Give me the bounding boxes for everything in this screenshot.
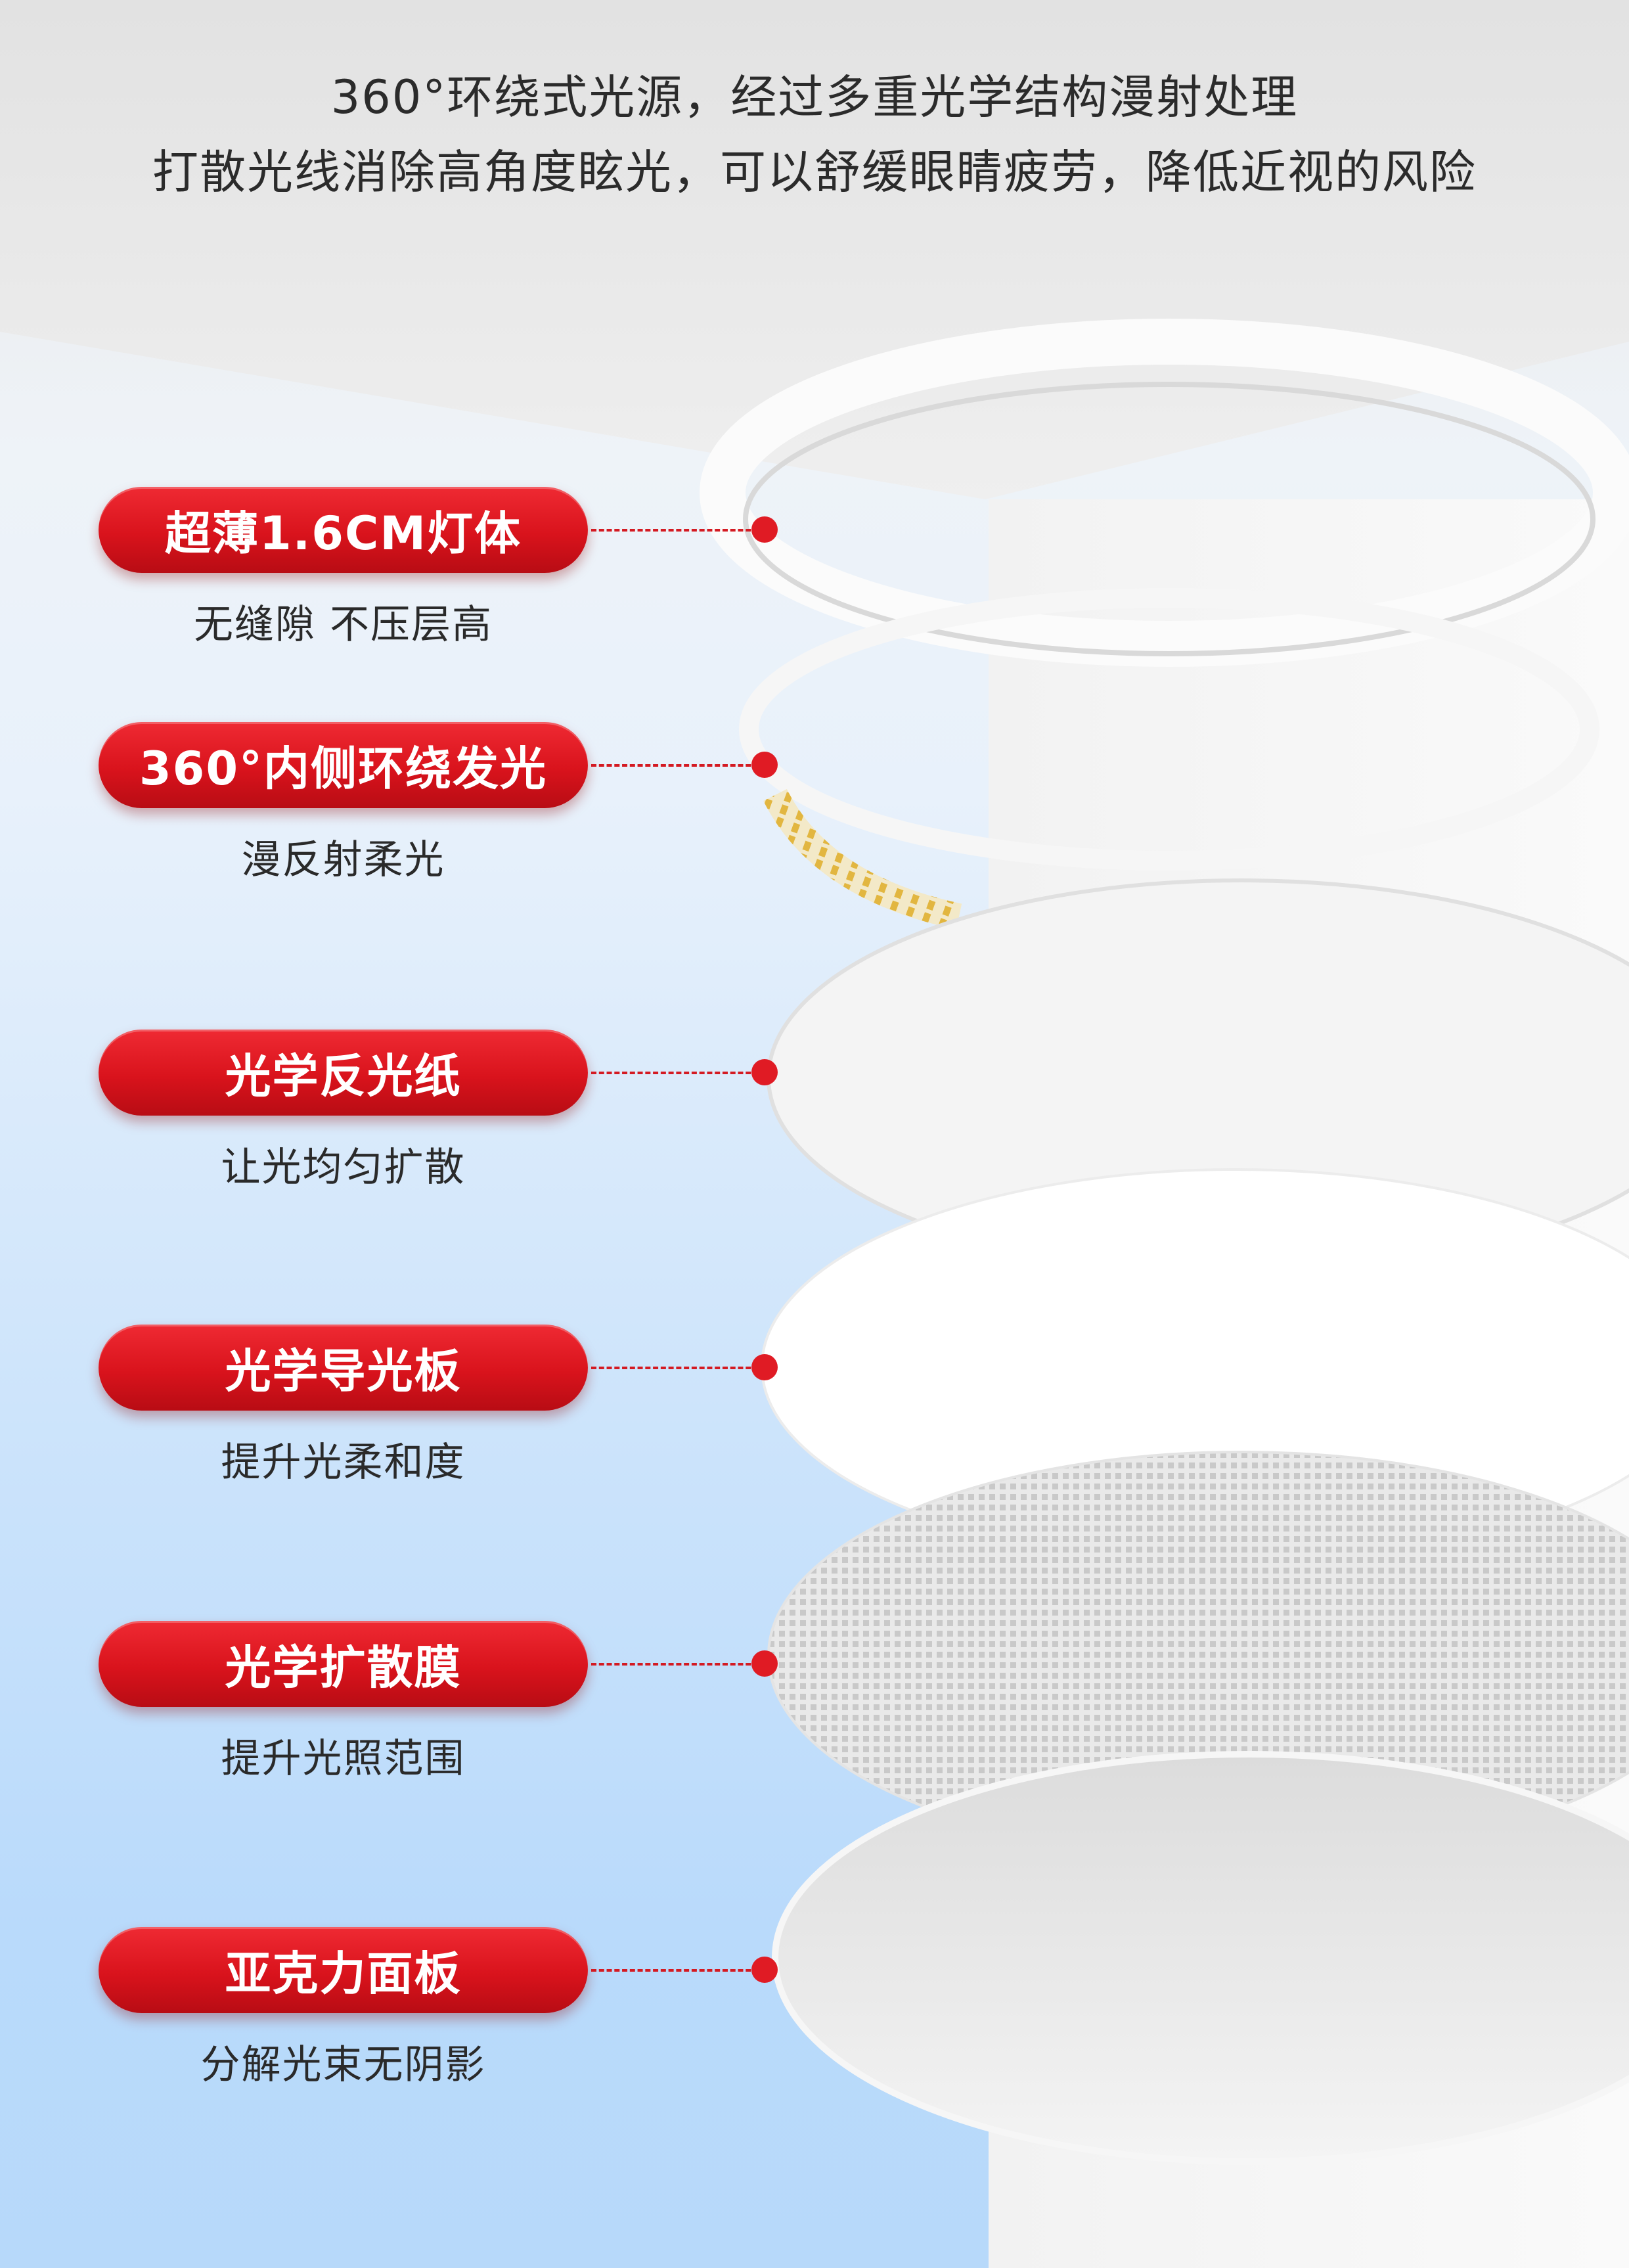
inner-glow-ring xyxy=(739,588,1599,871)
callout-title-badge: 光学扩散膜 xyxy=(99,1621,588,1707)
callout-inner-glow: 360°内侧环绕发光 漫反射柔光 xyxy=(99,722,588,885)
marker-dot xyxy=(751,1650,778,1677)
headline-line-2: 打散光线消除高角度眩光，可以舒缓眼睛疲劳，降低近视的风险 xyxy=(152,145,1477,199)
marker-dot xyxy=(751,1354,778,1380)
callout-title-badge: 亚克力面板 xyxy=(99,1927,588,2013)
leader-line xyxy=(591,1072,759,1074)
acrylic-panel-disk xyxy=(772,1751,1629,2165)
callout-description: 提升光照范围 xyxy=(221,1736,466,1782)
marker-dot xyxy=(751,516,778,543)
callout-light-guide-plate: 光学导光板 提升光柔和度 xyxy=(99,1325,588,1487)
callout-description: 无缝隙 不压层高 xyxy=(193,602,493,648)
leader-line xyxy=(591,764,759,767)
marker-dot xyxy=(751,1059,778,1085)
leader-line xyxy=(591,1663,759,1666)
callout-title-badge: 光学反光纸 xyxy=(99,1030,588,1116)
lamp-body-ring xyxy=(700,319,1629,667)
led-strip xyxy=(763,788,962,930)
marker-dot xyxy=(751,752,778,778)
callout-description: 提升光柔和度 xyxy=(221,1440,466,1486)
leader-line xyxy=(591,1969,759,1972)
headline-line-1: 360°环绕式光源，经过多重光学结构漫射处理 xyxy=(330,70,1299,124)
callout-lamp-body: 超薄1.6CM灯体 无缝隙 不压层高 xyxy=(99,487,588,650)
lamp-body-ring-edge xyxy=(743,382,1596,656)
callout-description: 让光均匀扩散 xyxy=(221,1145,466,1191)
leader-line xyxy=(591,1367,759,1369)
callout-reflective-paper: 光学反光纸 让光均匀扩散 xyxy=(99,1030,588,1192)
ceiling-plane xyxy=(0,0,1629,499)
callout-diffusion-film: 光学扩散膜 提升光照范围 xyxy=(99,1621,588,1784)
callout-description: 漫反射柔光 xyxy=(241,837,445,883)
callout-title-badge: 360°内侧环绕发光 xyxy=(99,722,588,808)
callout-title-badge: 超薄1.6CM灯体 xyxy=(99,487,588,573)
callout-acrylic-panel: 亚克力面板 分解光束无阴影 xyxy=(99,1927,588,2090)
leader-line xyxy=(591,529,759,532)
callout-description: 分解光束无阴影 xyxy=(200,2042,486,2088)
marker-dot xyxy=(751,1957,778,1983)
callout-title-badge: 光学导光板 xyxy=(99,1325,588,1411)
